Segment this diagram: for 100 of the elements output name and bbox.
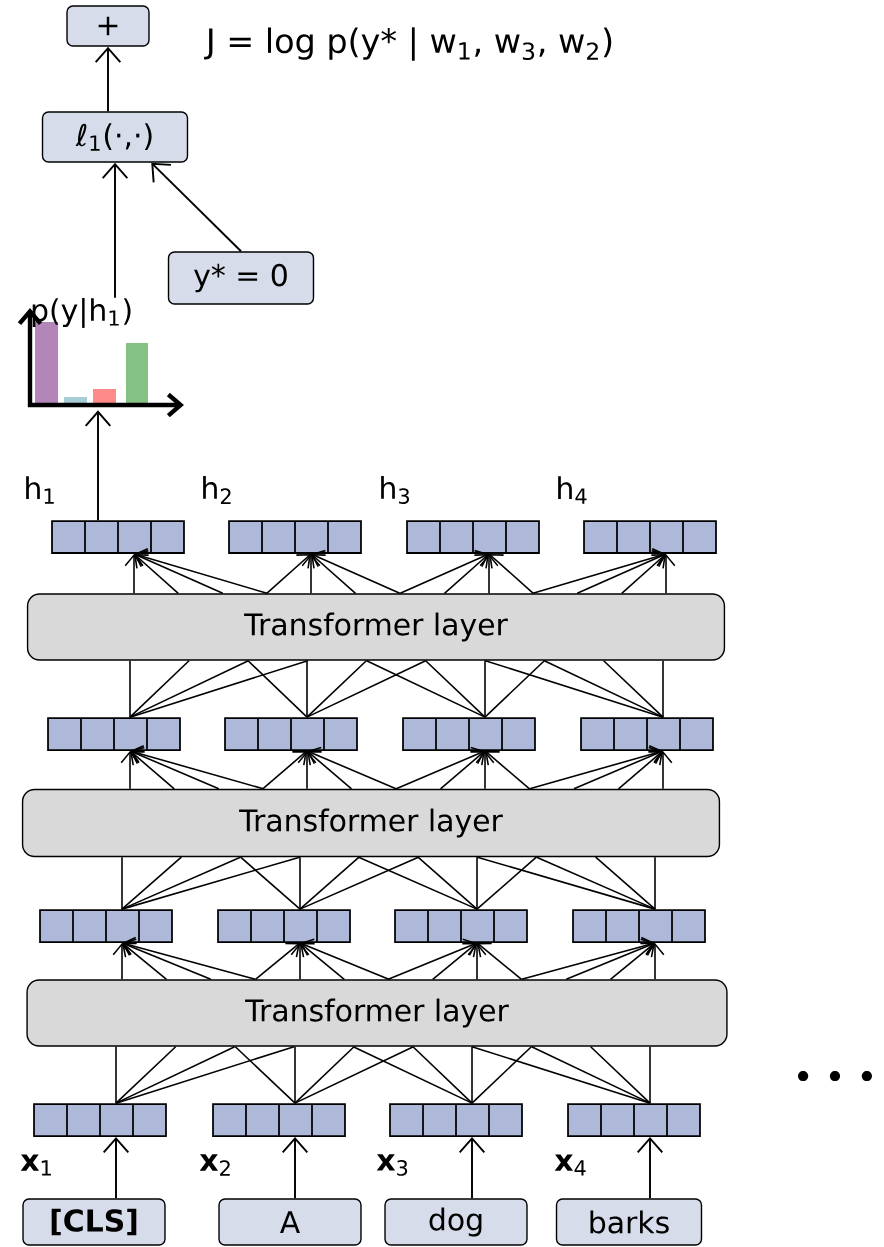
arrow [653, 750, 673, 790]
arrow [301, 553, 321, 595]
transformer-layer-box: Transformer layer [21, 788, 721, 858]
operation-box: + [66, 5, 150, 47]
connection-line [115, 1045, 177, 1104]
arrow [656, 553, 676, 595]
embedding-vector [47, 717, 181, 751]
embedding-vector [402, 717, 536, 751]
connection-line [115, 1045, 236, 1104]
arrow [300, 942, 346, 981]
arrow [307, 750, 353, 790]
connection-line [543, 659, 664, 718]
connection-line [121, 856, 301, 910]
arrow [134, 548, 268, 595]
arrow [130, 744, 265, 790]
transformer-layer-box: Transformer layer [26, 593, 726, 661]
connection-line [594, 856, 656, 910]
arrow [290, 942, 310, 981]
vector-label: x$_{4}$ [554, 1154, 586, 1176]
connection-line [115, 1045, 117, 1104]
arrow [254, 942, 300, 981]
connection-line [299, 856, 420, 910]
arrow [479, 553, 499, 595]
token-box: dog [384, 1198, 528, 1246]
chart-title: p(y|h$_{1}$) [32, 298, 131, 328]
connection-line [306, 659, 368, 718]
arrow [645, 942, 665, 981]
arrow [265, 553, 311, 595]
arrow [636, 1136, 664, 1200]
connection-line [129, 659, 190, 718]
arrow [609, 942, 655, 981]
arrow [297, 750, 317, 790]
arrow [311, 549, 401, 595]
text-label: • • • [798, 1070, 872, 1082]
arrow [84, 410, 112, 522]
arrow [395, 746, 485, 790]
arrow [281, 1136, 309, 1200]
connection-line [247, 659, 308, 718]
arrow [122, 938, 212, 981]
arrow [617, 750, 663, 790]
arrow [122, 942, 168, 981]
connection-line [129, 659, 309, 718]
connection-line [234, 1045, 296, 1104]
arrow [620, 553, 666, 595]
arrow [431, 942, 477, 981]
arrow [565, 938, 655, 981]
operation-box: ℓ$_{1}$(·,·) [41, 111, 189, 163]
vector-label: h$_{1}$ [26, 476, 54, 504]
transformer-layer-box: Transformer layer [26, 979, 728, 1047]
arrow [261, 750, 307, 790]
text-label: J = log p(y* | w$_{1}$, w$_{3}$, w$_{2}$) [204, 27, 612, 61]
token-box: [CLS] [22, 1198, 166, 1246]
arrow [311, 553, 357, 595]
embedding-vector [217, 909, 351, 943]
embedding-vector [580, 717, 714, 751]
connection-line [530, 1045, 651, 1104]
connection-line [299, 856, 301, 910]
arrow [532, 548, 666, 595]
connection-line [121, 856, 242, 910]
connection-line [115, 1045, 295, 1104]
connection-line [476, 856, 538, 910]
arrow [477, 942, 523, 981]
connection-line [306, 659, 427, 718]
arrow [467, 942, 487, 981]
connection-line [121, 856, 183, 910]
arrow [102, 1136, 130, 1200]
vector-label: x$_{3}$ [376, 1154, 408, 1176]
connection-line [476, 856, 656, 910]
arrow [475, 750, 495, 790]
connection-line [294, 1045, 355, 1104]
arrow [443, 553, 489, 595]
arrow [151, 162, 242, 253]
arrow [300, 938, 390, 981]
connection-line [424, 659, 486, 718]
arrow [307, 746, 397, 790]
embedding-vector [33, 1103, 167, 1137]
arrow [387, 938, 477, 981]
vector-label: x$_{2}$ [199, 1154, 230, 1176]
arrow [130, 750, 176, 790]
arrow [134, 553, 180, 595]
arrow [439, 750, 485, 790]
arrow [101, 162, 129, 299]
connection-line [412, 1045, 473, 1104]
arrow [94, 46, 122, 113]
connection-line [357, 856, 478, 910]
connection-line [471, 1045, 533, 1104]
connection-line [299, 856, 360, 910]
connection-line [365, 659, 486, 718]
connection-line [352, 1045, 473, 1104]
arrow [399, 549, 489, 595]
connection-line [129, 659, 131, 718]
arrow [122, 936, 257, 981]
arrow [489, 553, 535, 595]
connection-line [294, 1045, 296, 1104]
connection-line [121, 856, 123, 910]
embedding-vector [51, 520, 185, 554]
embedding-vector [389, 1103, 523, 1137]
connection-line [602, 659, 664, 718]
connection-line [306, 659, 308, 718]
connection-line [471, 1045, 473, 1104]
